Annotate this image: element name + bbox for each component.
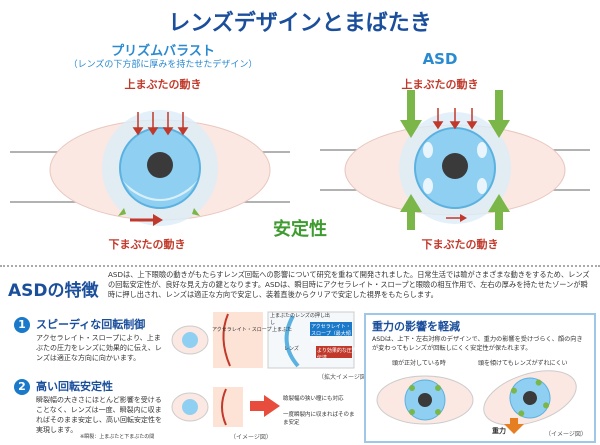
- gravity-caption: （イメージ図）: [545, 431, 587, 438]
- right-panel-heading: ASD: [422, 50, 458, 68]
- feature2-number: 2: [14, 379, 30, 395]
- feature1-number: 1: [14, 317, 30, 333]
- right-rotation-arrow: [446, 214, 467, 222]
- f1-label-lens: レンズ: [284, 346, 299, 352]
- feature2-note: ※瞬裂：上まぶたと下まぶたの間: [80, 434, 155, 440]
- feature1-diagram: [171, 311, 355, 369]
- feature1-title: スピーディな回転制御: [36, 318, 146, 331]
- f1-label-push: 上まぶたのレンズの押し出し: [270, 313, 330, 326]
- feature2-body: 瞬裂幅の大きさにほとんど影響を受けることなく、レンズは一度、瞬裂内に収まればその…: [36, 396, 162, 434]
- right-eye: [344, 90, 566, 230]
- left-green-arrow-right: [192, 208, 200, 216]
- feature1-body: アクセラレイト・スロープにより、上まぶたの圧力をレンズに効果的に伝え、レンズは適…: [36, 334, 162, 362]
- eye-diagrams: [10, 90, 590, 230]
- page-title: レンズデザインとまばたき: [168, 11, 432, 36]
- asd-features-heading: ASDの特徴: [8, 281, 99, 301]
- left-panel-subheading: （レンズの下方部に厚みを持たせたデザイン）: [68, 60, 258, 70]
- feature2-bullet1: 瞼裂幅の狭い瞳にも対応: [283, 396, 344, 402]
- f1-label-slope-max: アクセラレイト・スロープ（最大傾斜）: [311, 324, 351, 344]
- left-eye: [49, 110, 271, 226]
- gravity-label-right: 頭を傾けてもレンズがずれにくい: [478, 360, 568, 367]
- right-lower-lid-label: 下まぶたの動き: [421, 238, 499, 251]
- feature1-caption: （拡大イメージ図）: [318, 374, 372, 381]
- f1-label-pressure: より効果的な圧力伝達: [317, 348, 357, 361]
- right-green-arrows: [400, 90, 510, 230]
- section-divider: [0, 265, 600, 267]
- gravity-force-label: 重力: [492, 427, 506, 435]
- right-lid-arrows: [432, 108, 478, 130]
- gravity-body: ASDは、上下・左右対称のデザインで、重力の影響を受けづらく、顔の向きが変わって…: [372, 336, 583, 352]
- left-panel-heading: プリズムバラスト: [111, 44, 215, 59]
- asd-description: ASDは、上下眼瞼の動きがもたらすレンズ回転への影響について研究を重ねて開発され…: [108, 270, 590, 299]
- left-upper-lid-label: 上まぶたの動き: [124, 78, 202, 91]
- left-lid-arrows: [132, 112, 189, 136]
- gravity-diagram: [376, 370, 577, 434]
- right-upper-lid-label: 上まぶたの動き: [401, 78, 479, 91]
- stability-label: 安定性: [273, 219, 327, 240]
- f1-label-slope: アクセラレイト・スロープ: [212, 327, 272, 333]
- feature2-bullet2: 一度瞬裂内に収まればそのまま安定: [283, 412, 355, 426]
- gravity-label-left: 頭が正対している時: [392, 360, 446, 367]
- feature2-caption: （イメージ図）: [230, 434, 272, 441]
- left-green-arrow-left: [118, 208, 126, 216]
- left-lower-lid-label: 下まぶたの動き: [108, 238, 186, 251]
- f1-label-upper-lid: 上まぶた: [272, 327, 293, 333]
- gravity-title: 重力の影響を軽減: [372, 320, 460, 333]
- feature2-diagram: [171, 387, 280, 427]
- left-rotation-arrow: [130, 214, 163, 226]
- feature2-title: 高い回転安定性: [36, 380, 113, 393]
